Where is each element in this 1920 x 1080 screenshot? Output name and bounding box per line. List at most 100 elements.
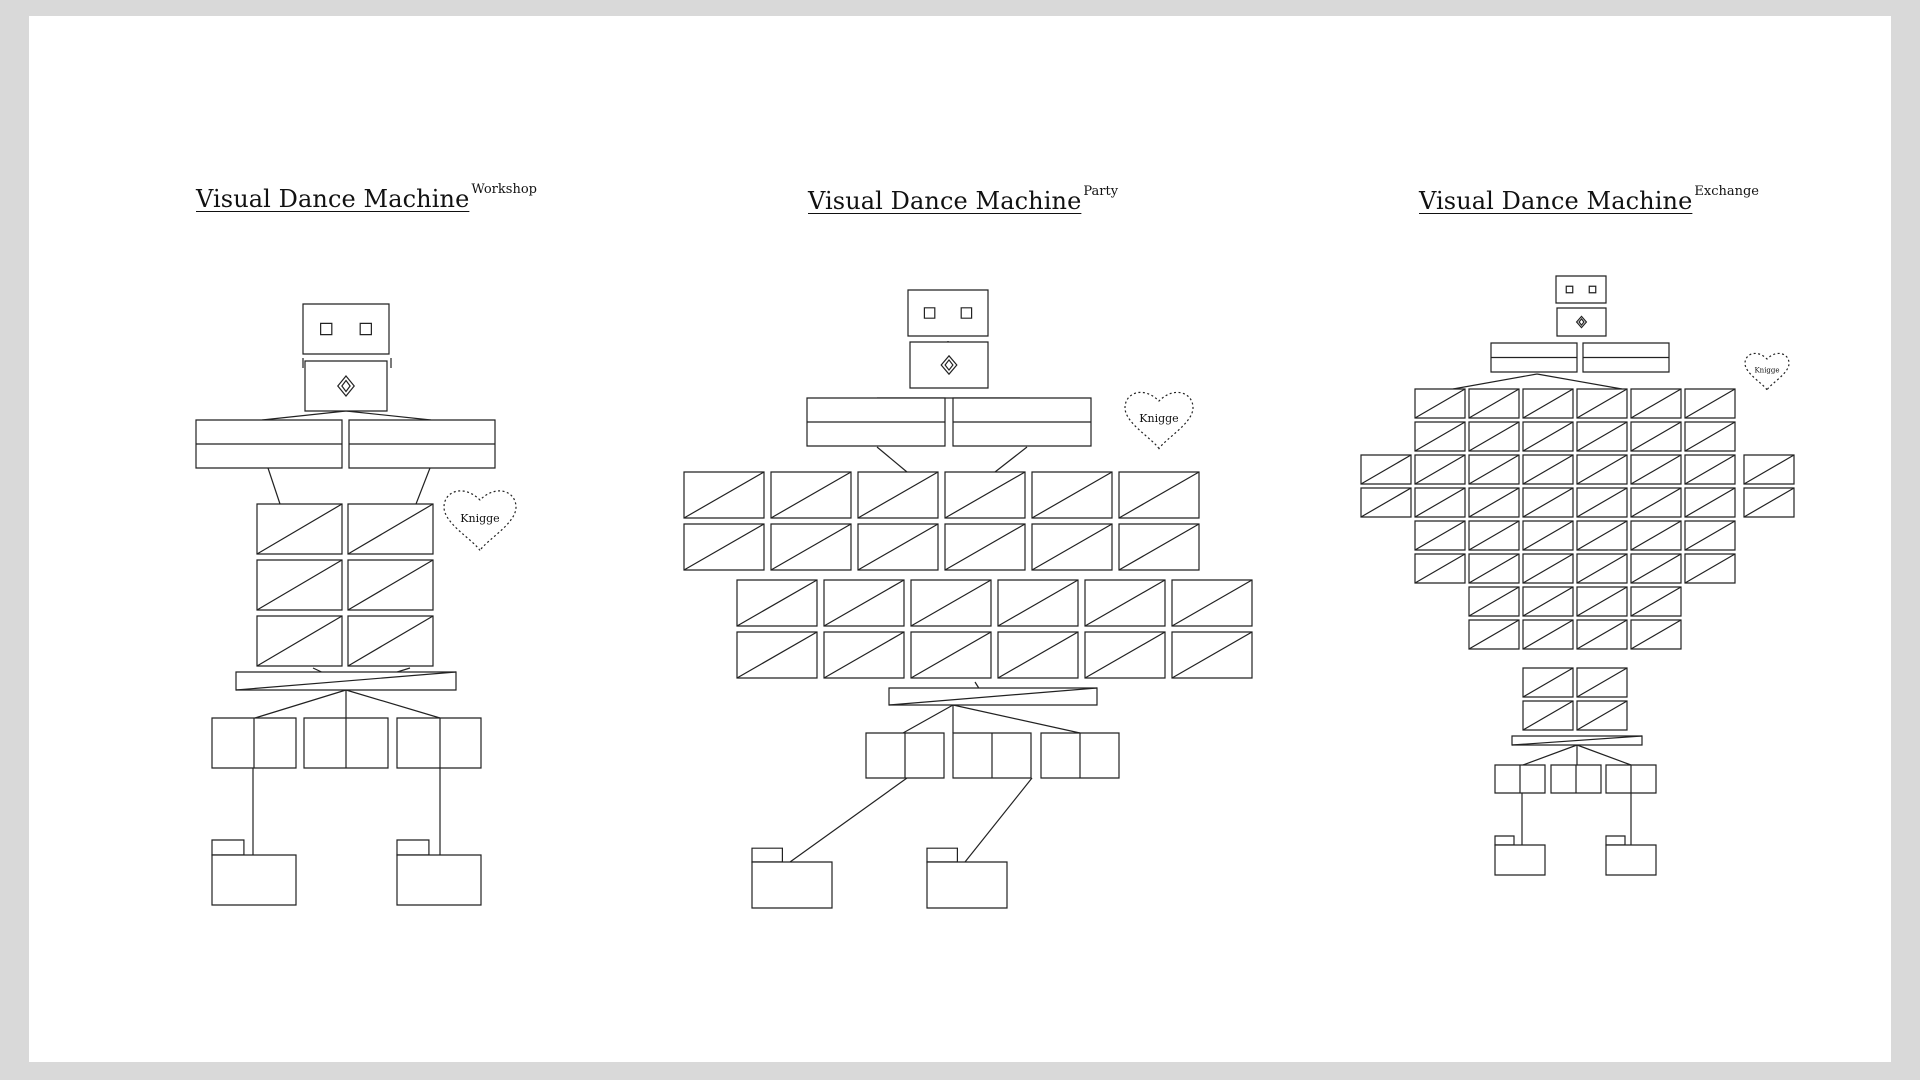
neck-box [305, 361, 387, 411]
cell-diagonal [1119, 472, 1199, 518]
neck-box [1557, 308, 1606, 336]
cell-diagonal [1469, 422, 1519, 451]
cell-diagonal [1631, 422, 1681, 451]
cell-diagonal [1415, 521, 1465, 550]
connector [965, 778, 1032, 862]
cell-diagonal [257, 504, 342, 554]
cell-diagonal [1577, 554, 1627, 583]
folder-icon [927, 848, 957, 862]
cell-diagonal [1415, 488, 1465, 517]
heart-icon [1125, 392, 1193, 448]
cell-diagonal [1523, 488, 1573, 517]
diamond-icon [1579, 319, 1584, 325]
diamond-icon [1577, 316, 1587, 327]
cell-diagonal [257, 560, 342, 610]
connector [416, 468, 430, 504]
folder-icon [397, 855, 481, 905]
cell-diagonal [1744, 488, 1794, 517]
cell-diagonal [1631, 620, 1681, 649]
cell-diagonal [998, 580, 1078, 626]
diagram-exchange: Knigge [1361, 276, 1794, 875]
connector [1577, 745, 1631, 765]
cell-diagonal [858, 524, 938, 570]
cell-diagonal [1577, 389, 1627, 418]
connector [903, 705, 953, 733]
cell-diagonal [998, 632, 1078, 678]
cell-diagonal [1172, 580, 1252, 626]
title-variant: Party [1083, 184, 1119, 199]
connector [346, 690, 440, 718]
eye [360, 323, 371, 334]
cell-diagonal [1032, 524, 1112, 570]
folder-icon [1606, 845, 1656, 875]
connector [268, 468, 280, 504]
folder-icon [752, 862, 832, 908]
connector [877, 447, 907, 472]
heart-label: Knigge [1139, 412, 1178, 425]
cell-diagonal [945, 472, 1025, 518]
cell-diagonal [1415, 455, 1465, 484]
cell-diagonal [737, 580, 817, 626]
cell-diagonal [1415, 422, 1465, 451]
cell-diagonal [1577, 455, 1627, 484]
cell-diagonal [911, 580, 991, 626]
title-main: Visual Dance Machine [808, 187, 1082, 215]
head-box [1556, 276, 1606, 303]
cell-diagonal [1523, 668, 1573, 697]
diamond-icon [945, 360, 953, 370]
folder-icon [752, 848, 782, 862]
cell-diagonal [824, 632, 904, 678]
folder-icon [927, 862, 1007, 908]
skirt-box [397, 718, 481, 768]
cell-diagonal [858, 472, 938, 518]
cell-diagonal [1523, 554, 1573, 583]
cell-diagonal [1172, 632, 1252, 678]
head-box [303, 304, 389, 354]
connector [790, 778, 907, 862]
cell-diagonal [1469, 587, 1519, 616]
cell-diagonal [1469, 521, 1519, 550]
eye [1589, 286, 1596, 293]
cell-diagonal [771, 472, 851, 518]
cell-diagonal [1631, 554, 1681, 583]
cell-diagonal [1523, 701, 1573, 730]
cell-diagonal [1523, 521, 1573, 550]
folder-icon [397, 840, 429, 855]
connector [995, 447, 1027, 472]
cell-diagonal [1577, 521, 1627, 550]
cell-diagonal [1085, 632, 1165, 678]
cell-diagonal [911, 632, 991, 678]
hip-diagonal [1512, 736, 1642, 745]
cell-diagonal [1469, 455, 1519, 484]
diamond-icon [338, 376, 354, 396]
cell-diagonal [1631, 488, 1681, 517]
connector [255, 690, 346, 718]
cell-diagonal [1523, 620, 1573, 649]
cell-diagonal [348, 504, 433, 554]
diamond-icon [941, 356, 957, 374]
hip-diagonal [236, 672, 456, 690]
folder-icon [1495, 836, 1514, 845]
diagram-workshop: Knigge [196, 304, 516, 905]
cell-diagonal [1577, 422, 1627, 451]
folder-icon [1606, 836, 1625, 845]
head-box [908, 290, 988, 336]
connector [1523, 745, 1577, 765]
title-variant: Exchange [1694, 184, 1759, 199]
cell-diagonal [348, 616, 433, 666]
cell-diagonal [1685, 389, 1735, 418]
cell-diagonal [945, 524, 1025, 570]
cell-diagonal [1631, 521, 1681, 550]
cell-diagonal [684, 524, 764, 570]
connector [953, 705, 1080, 733]
cell-diagonal [1415, 389, 1465, 418]
diamond-icon [342, 381, 350, 392]
cell-diagonal [1469, 389, 1519, 418]
cell-diagonal [1577, 620, 1627, 649]
cell-diagonal [1085, 580, 1165, 626]
heart-icon [444, 491, 516, 551]
cell-diagonal [1685, 521, 1735, 550]
